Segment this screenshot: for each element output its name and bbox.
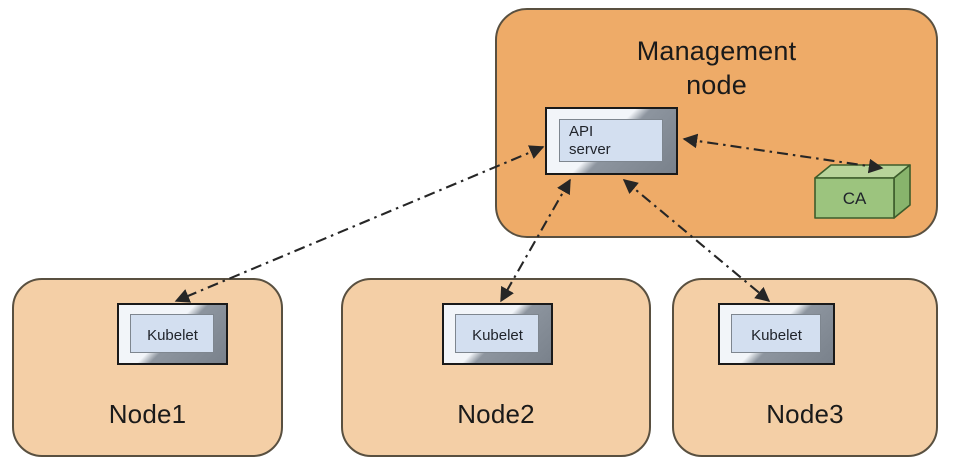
component-kubelet-node3[interactable]: Kubelet xyxy=(718,303,835,365)
kubelet-node2-face xyxy=(455,314,539,353)
ca-cuboid-shape xyxy=(814,164,911,219)
component-ca[interactable]: CA xyxy=(814,164,911,220)
component-kubelet-node1-label: Kubelet xyxy=(147,327,198,344)
zone-node2-label: Node2 xyxy=(457,399,535,429)
component-kubelet-node3-label: Kubelet xyxy=(751,327,802,344)
component-api-server-label: API server xyxy=(569,123,611,158)
kubelet-node1-face xyxy=(130,314,214,353)
component-kubelet-node2-label: Kubelet xyxy=(472,327,523,344)
component-kubelet-node2[interactable]: Kubelet xyxy=(442,303,553,365)
component-api-server[interactable]: API server xyxy=(545,107,678,175)
api-server-face xyxy=(559,119,663,162)
zone-management-node-label: Management node xyxy=(636,36,797,100)
kubelet-node3-face xyxy=(731,314,821,353)
component-kubelet-node1[interactable]: Kubelet xyxy=(117,303,228,365)
zone-node3-label: Node3 xyxy=(766,399,844,429)
component-ca-label: CA xyxy=(842,189,867,208)
zone-node1-label: Node1 xyxy=(108,399,187,429)
